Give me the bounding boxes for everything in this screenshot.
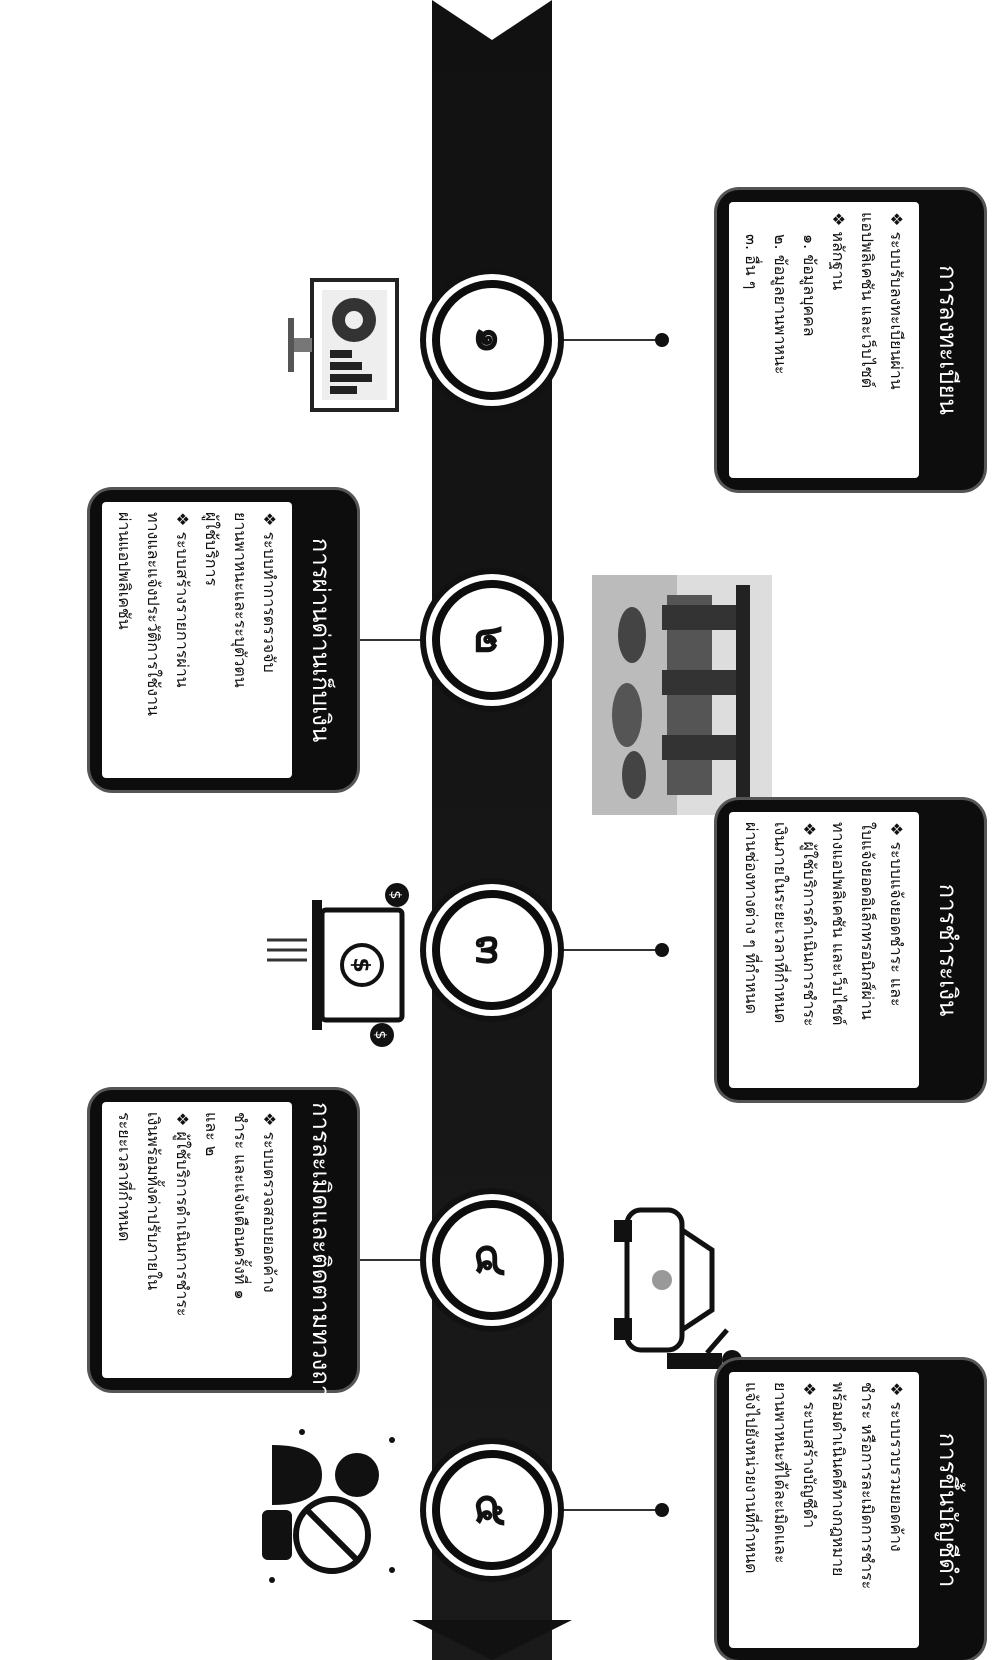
connector-dot-1 [655, 333, 669, 347]
stage-line: ผู้ใช้บริการ [197, 512, 226, 768]
stage-line: ระบบรับลงทะเบียนผ่าน [882, 212, 911, 468]
stage-node-1: ๑ [432, 280, 552, 400]
stage-line: ระบบสร้างรายการผ่าน [168, 512, 197, 768]
stage-line: ระบบรวบรวมยอดค้าง [882, 1382, 911, 1638]
stage-line: ระบบตรวจสอบยอดค้าง [255, 1112, 284, 1368]
stage-number: ๑ [457, 326, 527, 354]
stage-line: ระบบสร้างบัญชีดำ [795, 1382, 824, 1638]
blacklist-person-icon [238, 1420, 412, 1590]
stage-line: ๓. อื่น ๆ [737, 212, 766, 468]
stage-line: ระบบแจ้งยอดชำระ และ [882, 822, 911, 1078]
stage-line: เงินพร้อมทั้งค่าปรับภายใน [139, 1112, 168, 1368]
toll-gate-photo-icon [588, 575, 772, 815]
stage-line: ระบบทำการตรวจจับ [255, 512, 284, 768]
stage-title: การขึ้นบัญชีดำ [919, 1372, 974, 1648]
stage-line: ทางแอปพลิเคชัน และเว็บไซต์ [824, 822, 853, 1078]
stage-line: ๒. ข้อมูลยานพาหนะ [766, 212, 795, 468]
stage-line: ๑. ข้อมูลบุคคล [795, 212, 824, 468]
connector-3 [550, 949, 662, 951]
stage-number: ๒ [457, 625, 527, 654]
stage-line: ผ่านช่องทางต่าง ๆ ที่กำหนด [737, 822, 766, 1078]
connector-dot-5 [655, 1503, 669, 1517]
timeline-arrow-head [412, 1620, 572, 1660]
dashboard-monitor-icon [278, 250, 402, 440]
stage-line: ผ่านแอปพลิเคชัน [110, 512, 139, 768]
svg-text:$: $ [348, 957, 373, 972]
stage-description: ระบบรับลงทะเบียนผ่าน แอปพลิเคชัน และเว็บ… [729, 202, 919, 478]
connector-5 [550, 1509, 662, 1511]
stage-line: เงินภายในระยะเวลาที่กำหนด [766, 822, 795, 1078]
stage-card-4: การละเมิดและติดตามทวงถาม ระบบตรวจสอบยอดค… [90, 1090, 357, 1390]
police-stop-car-icon [598, 1180, 752, 1380]
stage-description: ระบบตรวจสอบยอดค้าง ชำระ และแจ้งเตือนครั้… [102, 1102, 292, 1378]
stage-card-3: การชำระเงิน ระบบแจ้งยอดชำระ และ ใบแจ้งยอ… [717, 800, 984, 1100]
stage-line: ยานพาหนะที่ได้ละเมิดและ [766, 1382, 795, 1638]
stage-line: ชำระ หรือการละเมิดการชำระ [853, 1382, 882, 1638]
stage-description: ระบบแจ้งยอดชำระ และ ใบแจ้งยอดอิเล็กทรอนิ… [729, 812, 919, 1088]
stage-line: หลักฐาน [824, 212, 853, 468]
stage-line: แจ้งไปยังหน่วยงานที่กำหนด [737, 1382, 766, 1638]
svg-text:$: $ [387, 891, 403, 900]
stage-node-2: ๒ [432, 580, 552, 700]
stage-title: การผ่านด่านเก็บเงิน [292, 502, 347, 778]
stage-title: การชำระเงิน [919, 812, 974, 1088]
stage-line: ยานพาหนะและระบุตัวตน [226, 512, 255, 768]
online-payment-icon: $ $ $ [258, 870, 422, 1060]
stage-card-2: การผ่านด่านเก็บเงิน ระบบทำการตรวจจับ ยาน… [90, 490, 357, 790]
stage-line: ชำระ และแจ้งเตือนครั้งที่ ๑ [226, 1112, 255, 1368]
stage-line: ใบแจ้งยอดอิเล็กทรอนิกส์ผ่าน [853, 822, 882, 1078]
stage-line: ระยะเวลาที่กำหนด [110, 1112, 139, 1368]
svg-text:$: $ [372, 1031, 388, 1040]
stage-line: ผู้ใช้บริการดำเนินการชำระ [795, 822, 824, 1078]
stage-line: และ ๒ [197, 1112, 226, 1368]
connector-1 [550, 339, 662, 341]
connector-dot-3 [655, 943, 669, 957]
stage-number: ๔ [457, 1243, 527, 1276]
stage-line: ทางและแจ้งประวัติการใช้งาน [139, 512, 168, 768]
stage-node-5: ๕ [432, 1450, 552, 1570]
timeline-band-tail [432, 0, 552, 40]
stage-card-1: การลงทะเบียน ระบบรับลงทะเบียนผ่าน แอปพลิ… [717, 190, 984, 490]
stage-number: ๓ [457, 935, 527, 965]
stage-title: การลงทะเบียน [919, 202, 974, 478]
stage-description: ระบบทำการตรวจจับ ยานพาหนะและระบุตัวตน ผู… [102, 502, 292, 778]
timeline-band [432, 0, 552, 1660]
stage-title: การละเมิดและติดตามทวงถาม [292, 1102, 347, 1378]
stage-line: แอปพลิเคชัน และเว็บไซต์ [853, 212, 882, 468]
stage-line: พร้อมดำเนินคดีทางกฎหมาย [824, 1382, 853, 1638]
stage-line: ผู้ใช้บริการดำเนินการชำระ [168, 1112, 197, 1368]
stage-card-5: การขึ้นบัญชีดำ ระบบรวบรวมยอดค้าง ชำระ หร… [717, 1360, 984, 1660]
stage-number: ๕ [457, 1493, 527, 1526]
stage-description: ระบบรวบรวมยอดค้าง ชำระ หรือการละเมิดการช… [729, 1372, 919, 1648]
stage-node-3: ๓ [432, 890, 552, 1010]
stage-node-4: ๔ [432, 1200, 552, 1320]
